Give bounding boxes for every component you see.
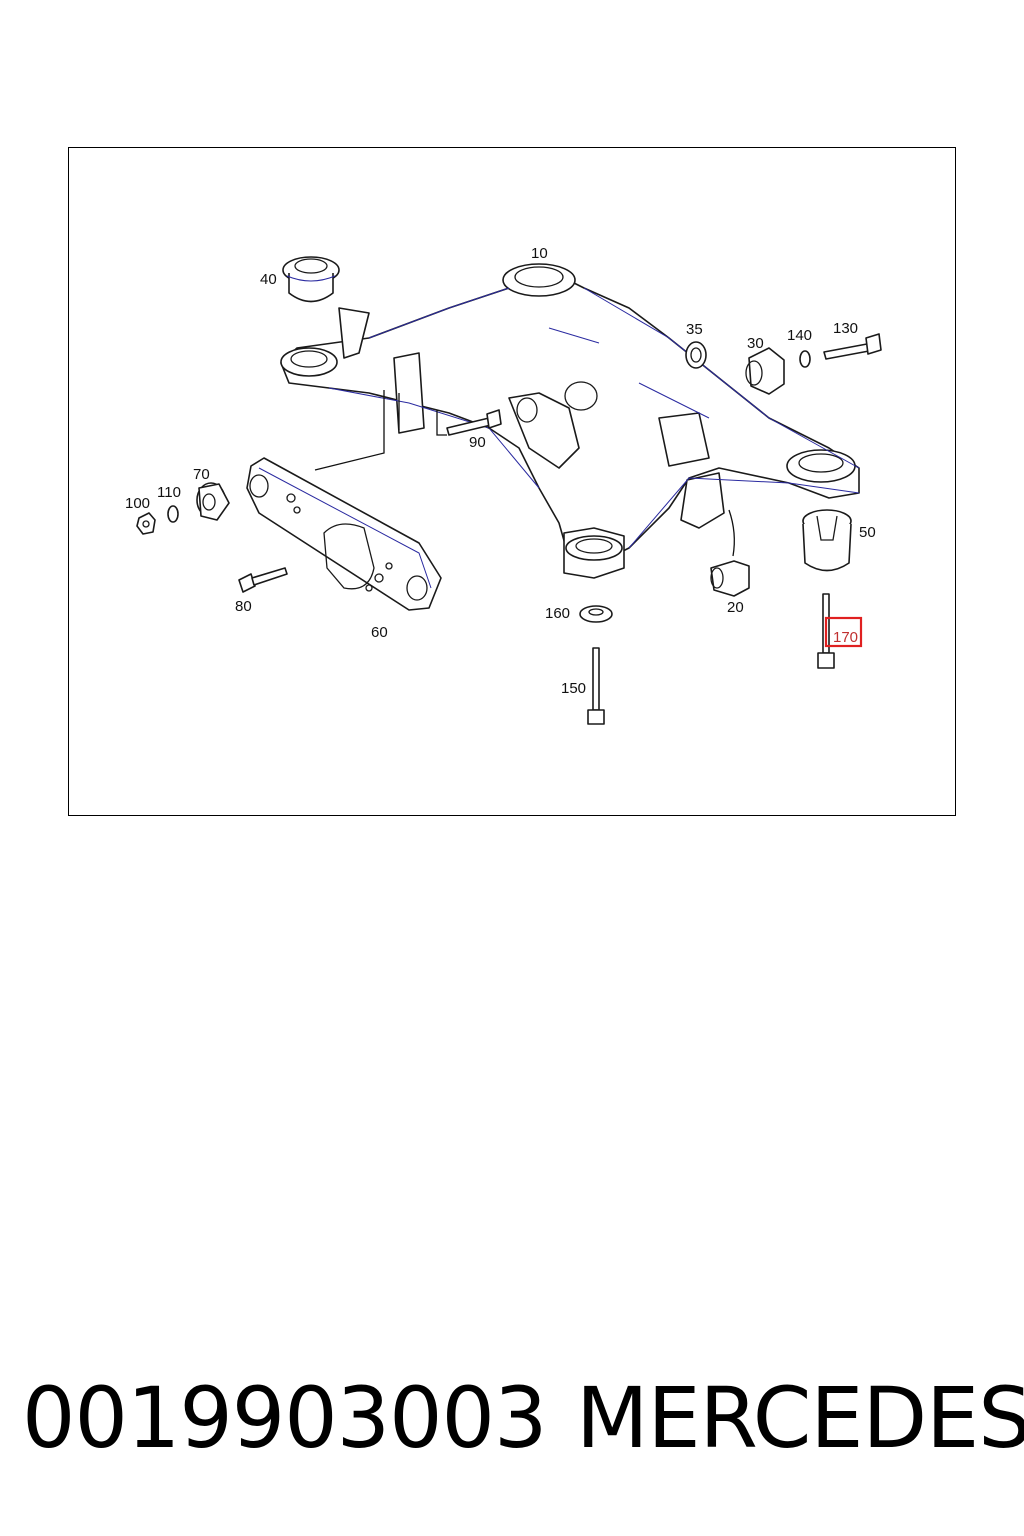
bolt-part-130 [823,333,882,360]
brand-name: MERCEDES [576,1369,1024,1467]
subframe-exploded-diagram: 10 20 30 35 40 50 60 70 80 90 100 110 13… [125,245,882,725]
highlight-box-170 [824,616,863,648]
leader-line-90 [436,410,447,436]
callout-70: 70 [193,466,210,483]
leader-line-60 [314,390,400,471]
callout-60: 60 [371,624,388,641]
bushing-part-70 [196,482,230,521]
diagram-frame: 10 20 30 35 40 50 60 70 80 90 100 110 13… [68,147,956,816]
nut-part-100 [136,512,156,535]
bolt-part-80 [238,567,288,593]
callout-90: 90 [469,434,486,451]
callout-80: 80 [235,598,252,615]
subframe-part-10 [280,263,860,579]
bushing-part-40 [282,256,340,303]
callout-160: 160 [545,605,570,622]
callout-30: 30 [747,335,764,352]
bolt-part-90 [446,409,502,436]
callout-150: 150 [561,680,586,697]
control-arm-part-60 [246,457,442,611]
washer-part-35 [685,341,707,369]
bolt-part-150 [587,647,605,725]
callout-10: 10 [531,245,548,262]
callout-170: 170 [833,629,858,646]
callout-40: 40 [260,271,277,288]
callout-20: 20 [727,599,744,616]
bushing-part-20 [710,509,750,597]
part-number: 0019903003 [22,1369,547,1467]
washer-part-110 [167,505,179,523]
callout-35: 35 [686,321,703,338]
callout-110: 110 [157,484,181,501]
callout-130: 130 [833,320,858,337]
callout-140: 140 [787,327,812,344]
bushing-part-50 [802,509,852,572]
callout-100: 100 [125,495,150,512]
washer-part-140 [799,350,811,368]
callout-50: 50 [859,524,876,541]
caption-bar: 0019903003 MERCEDES [0,1368,1024,1468]
rubber-mount-part-160 [579,605,613,623]
bushing-part-30 [745,347,785,395]
